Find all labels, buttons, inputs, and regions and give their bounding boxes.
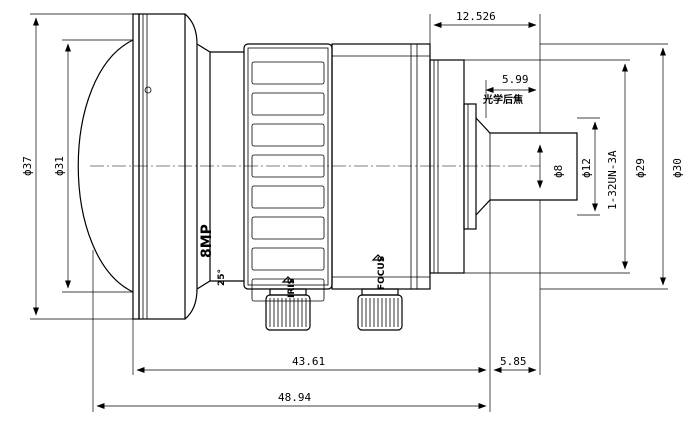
knurled-ring: [243, 43, 333, 302]
dim-d30-label: ϕ30: [671, 158, 684, 178]
focus-lock-screw[interactable]: [357, 254, 403, 331]
dim-12-526-label: 12.526: [456, 10, 496, 23]
dim-d8-label: ϕ8: [552, 165, 565, 178]
dim-d37: [30, 13, 133, 320]
back-focus-label: 光学后焦: [482, 93, 523, 106]
dim-d29-label: ϕ29: [634, 158, 647, 178]
dim-5-85: [493, 200, 541, 375]
mount-flange: [429, 59, 477, 274]
dim-d31: [62, 39, 133, 293]
front-ring: [132, 13, 198, 320]
thread-label: 1-32UN-3A: [606, 150, 619, 210]
dim-48-94-label: 48.94: [278, 391, 311, 404]
dim-5-85-label: 5.85: [500, 355, 527, 368]
dim-d12: [577, 117, 600, 216]
dim-5-99-label: 5.99: [502, 73, 529, 86]
dim-12-526: [429, 14, 541, 133]
front-lens-dome: [77, 39, 134, 293]
dim-d37-label: ϕ37: [21, 156, 34, 176]
iris-lock-screw[interactable]: [265, 276, 311, 331]
aperture-mark: 25°: [217, 269, 227, 286]
dim-d12-label: ϕ12: [580, 158, 593, 178]
dim-d30: [540, 43, 668, 290]
c-mount-thread: [475, 117, 578, 216]
dim-43-61: [132, 200, 491, 412]
dim-d31-label: ϕ31: [53, 156, 66, 176]
dim-5-99: [485, 80, 537, 118]
rear-barrel: [331, 43, 431, 290]
iris-label: IRIS: [287, 278, 297, 298]
focus-label: FOCUS: [377, 256, 387, 290]
dim-d29: [464, 59, 630, 274]
dim-43-61-label: 43.61: [292, 355, 325, 368]
dim-48-94: [92, 250, 487, 412]
format-mark: 8MP: [199, 224, 215, 258]
